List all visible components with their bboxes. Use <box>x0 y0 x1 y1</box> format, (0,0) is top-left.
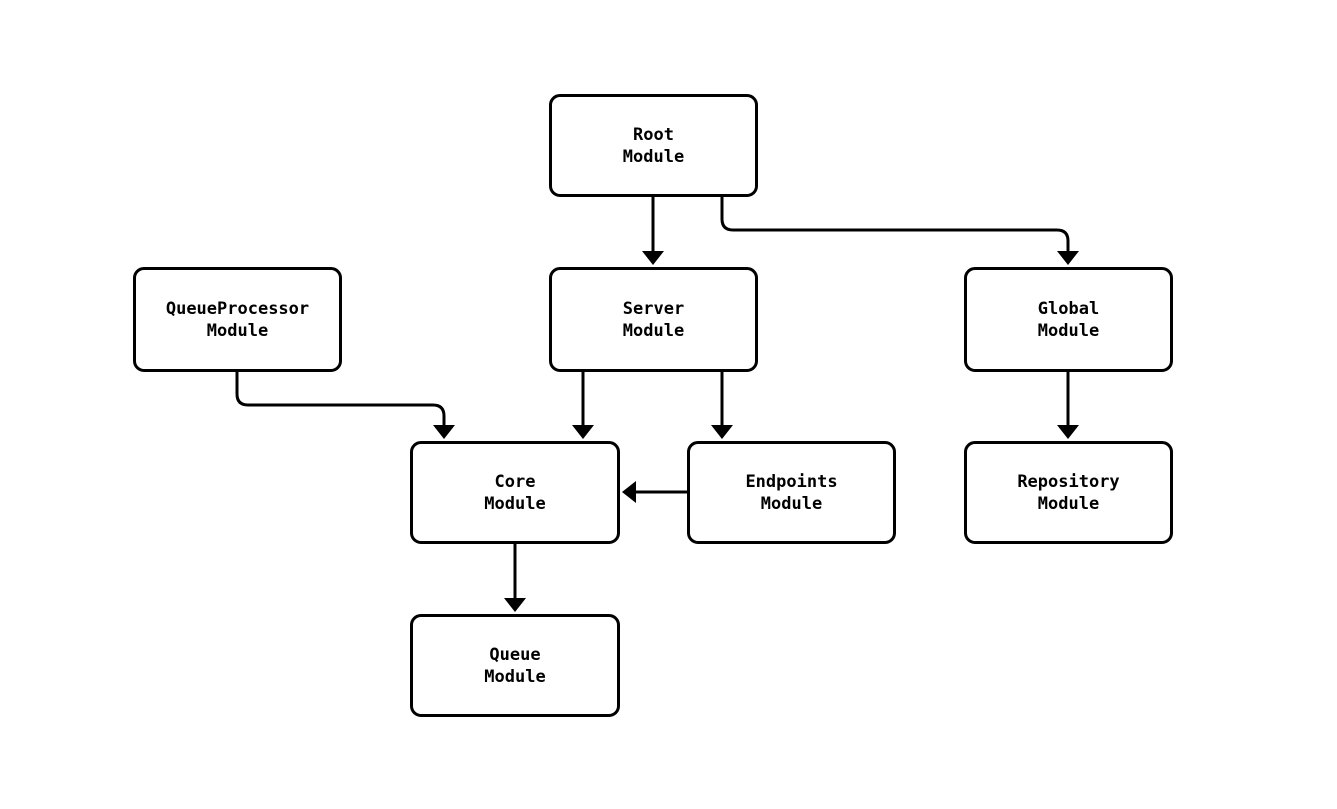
node-label-secondary: Module <box>1037 493 1100 514</box>
edge-server-to-core <box>572 372 594 439</box>
arrowhead-icon <box>572 425 594 439</box>
node-label-secondary: Module <box>622 146 685 167</box>
node-label-secondary: Module <box>206 320 269 341</box>
arrowhead-icon <box>711 425 733 439</box>
edge-line <box>720 197 1070 253</box>
node-label-secondary: Module <box>622 320 685 341</box>
arrowhead-icon <box>1057 251 1079 265</box>
node-label-primary: QueueProcessor <box>165 298 310 319</box>
edge-core-to-queue <box>504 544 526 612</box>
node-label-primary: Repository <box>1017 471 1120 492</box>
edge-server-to-endpoints <box>711 372 733 439</box>
arrowhead-icon <box>1057 425 1079 439</box>
arrowhead-icon <box>504 598 526 612</box>
arrowhead-icon <box>433 425 455 439</box>
edge-endpoints-to-core <box>622 481 687 503</box>
node-label-primary: Server <box>622 298 685 319</box>
node-label-primary: Queue <box>489 644 541 665</box>
node-label-primary: Global <box>1037 298 1100 319</box>
node-label-secondary: Module <box>484 666 546 687</box>
edge-global-to-repository <box>1057 372 1079 439</box>
node-label-primary: Root <box>633 124 674 145</box>
node-label-secondary: Module <box>484 493 546 514</box>
arrowhead-icon <box>642 251 664 265</box>
edge-queueprocessor-to-core <box>235 372 455 439</box>
node-label-primary: Endpoints <box>745 471 838 492</box>
node-label-secondary: Module <box>1037 320 1100 341</box>
node-label-secondary: Module <box>760 493 823 514</box>
edge-root-to-global <box>720 197 1079 265</box>
edge-root-to-server <box>642 197 664 265</box>
node-label-primary: Core <box>494 471 536 492</box>
edge-line <box>235 372 446 427</box>
arrowhead-icon <box>622 481 636 503</box>
